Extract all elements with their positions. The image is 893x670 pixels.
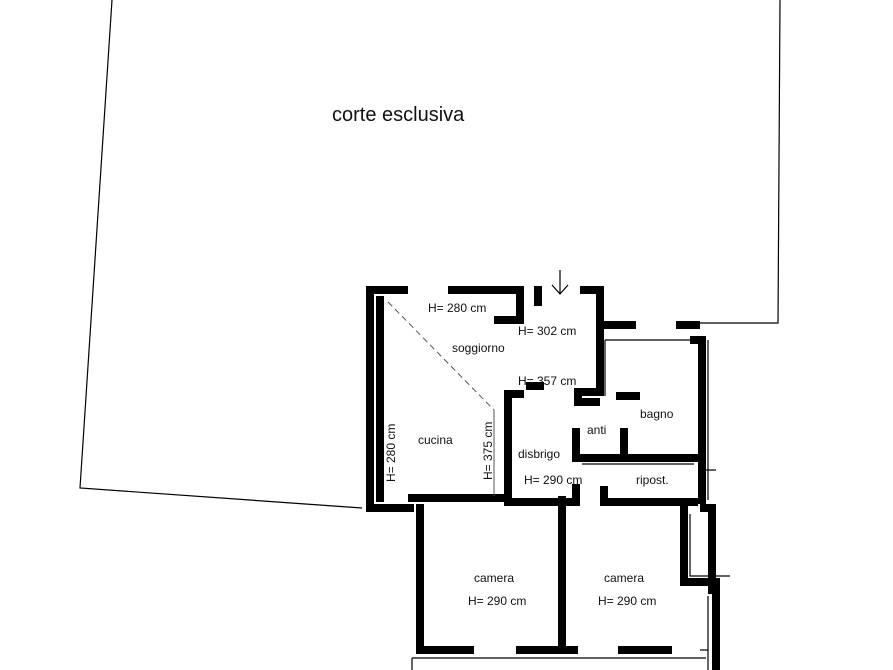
living-room-height-3: H= 357 cm bbox=[518, 374, 576, 388]
bedroom-right-height: H= 290 cm bbox=[598, 594, 656, 608]
bedroom-left-label: camera bbox=[474, 571, 514, 585]
kitchen-label: cucina bbox=[418, 433, 453, 447]
courtyard-boundary-right bbox=[700, 0, 781, 324]
living-room-label: soggiorno bbox=[452, 341, 505, 355]
bedrooms-walls bbox=[411, 496, 730, 670]
kitchen-partition bbox=[387, 301, 495, 496]
living-room-height-1: H= 280 cm bbox=[428, 301, 486, 315]
entrance-arrow-icon bbox=[551, 270, 569, 295]
bedroom-left-height: H= 290 cm bbox=[468, 594, 526, 608]
bedroom-right-label: camera bbox=[604, 571, 644, 585]
bathroom-label: bagno bbox=[640, 407, 674, 421]
hallway-height: H= 290 cm bbox=[524, 473, 582, 487]
living-room-height-2: H= 302 cm bbox=[518, 324, 576, 338]
courtyard-label: corte esclusiva bbox=[332, 104, 465, 126]
kitchen-height-left: H= 280 cm bbox=[384, 424, 398, 482]
hallway-label: disbrigo bbox=[518, 447, 560, 461]
courtyard-boundary bbox=[79, 0, 363, 509]
antechamber-label: anti bbox=[587, 423, 606, 437]
living-kitchen-walls bbox=[366, 286, 700, 512]
kitchen-height-right: H= 375 cm bbox=[481, 422, 495, 480]
storage-label: ripost. bbox=[636, 473, 669, 487]
